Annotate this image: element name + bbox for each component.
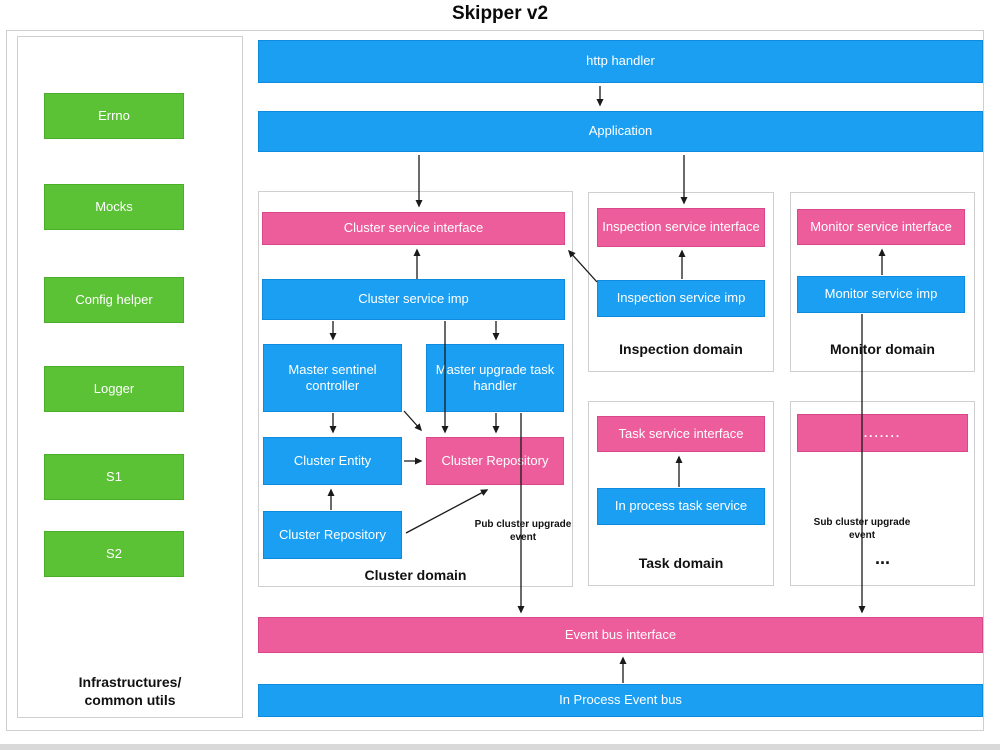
event-bus-interface-bar: Event bus interface [258, 617, 983, 653]
cluster-domain-box [258, 191, 573, 587]
cluster-entity-node: Cluster Entity [263, 437, 402, 485]
pub-cluster-upgrade-event-note: Pub cluster upgrade event [474, 519, 572, 543]
monitor-service-interface-node: Monitor service interface [797, 209, 965, 245]
bottom-edge-band [0, 744, 1000, 750]
cluster-service-imp-node: Cluster service imp [262, 279, 565, 320]
outer-frame [6, 30, 984, 731]
misc-domain-box [790, 401, 975, 586]
master-sentinel-controller-node: Master sentinel controller [263, 344, 402, 412]
cluster-service-interface-node: Cluster service interface [262, 212, 565, 245]
sidebar-item-config-helper: Config helper [44, 277, 184, 323]
sidebar-item-s1: S1 [44, 454, 184, 500]
task-service-interface-node: Task service interface [597, 416, 765, 452]
monitor-domain-label: Monitor domain [830, 341, 935, 357]
sidebar-footer-line1: Infrastructures/ [78, 674, 182, 690]
sidebar-item-errno: Errno [44, 93, 184, 139]
sidebar-item-mocks: Mocks [44, 184, 184, 230]
sidebar [17, 36, 243, 718]
page-title: Skipper v2 [451, 3, 549, 24]
cluster-repository-interface-node: Cluster Repository [426, 437, 564, 485]
monitor-domain-box [790, 192, 975, 372]
cluster-domain-label: Cluster domain [364, 567, 467, 583]
monitor-service-imp-node: Monitor service imp [797, 276, 965, 313]
sidebar-item-logger: Logger [44, 366, 184, 412]
task-domain-label: Task domain [638, 555, 724, 571]
misc-interface-placeholder-node: ....... [797, 414, 968, 452]
http-handler-bar: http handler [258, 40, 983, 83]
in-process-event-bus-bar: In Process Event bus [258, 684, 983, 717]
sidebar-item-s2: S2 [44, 531, 184, 577]
misc-ellipsis-label: ... [874, 548, 890, 568]
in-process-task-service-node: In process task service [597, 488, 765, 525]
sidebar-footer: Infrastructures/ common utils [17, 673, 243, 709]
master-upgrade-task-handler-node: Master upgrade task handler [426, 344, 564, 412]
task-domain-box [588, 401, 774, 586]
inspection-domain-label: Inspection domain [619, 341, 743, 357]
cluster-repository-imp-node: Cluster Repository [263, 511, 402, 559]
inspection-service-imp-node: Inspection service imp [597, 280, 765, 317]
sidebar-footer-line2: common utils [84, 692, 176, 709]
inspection-service-interface-node: Inspection service interface [597, 208, 765, 247]
application-bar: Application [258, 111, 983, 152]
sub-cluster-upgrade-event-note: Sub cluster upgrade event [813, 517, 911, 541]
